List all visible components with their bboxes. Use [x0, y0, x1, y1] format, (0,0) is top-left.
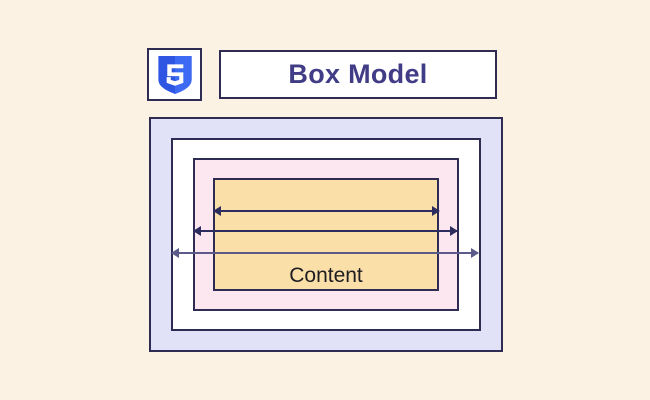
- content-width-arrow: [213, 206, 440, 216]
- content-layer: Content: [213, 178, 439, 291]
- content-label: Content: [289, 264, 363, 287]
- css-logo-badge: [147, 48, 202, 101]
- css3-shield-icon: [157, 55, 192, 94]
- title-box: Box Model: [219, 50, 497, 99]
- page-title: Box Model: [288, 59, 428, 89]
- box-model-diagram: Content: [149, 117, 503, 352]
- padding-width-arrow: [193, 226, 458, 236]
- border-width-arrow: [171, 248, 479, 258]
